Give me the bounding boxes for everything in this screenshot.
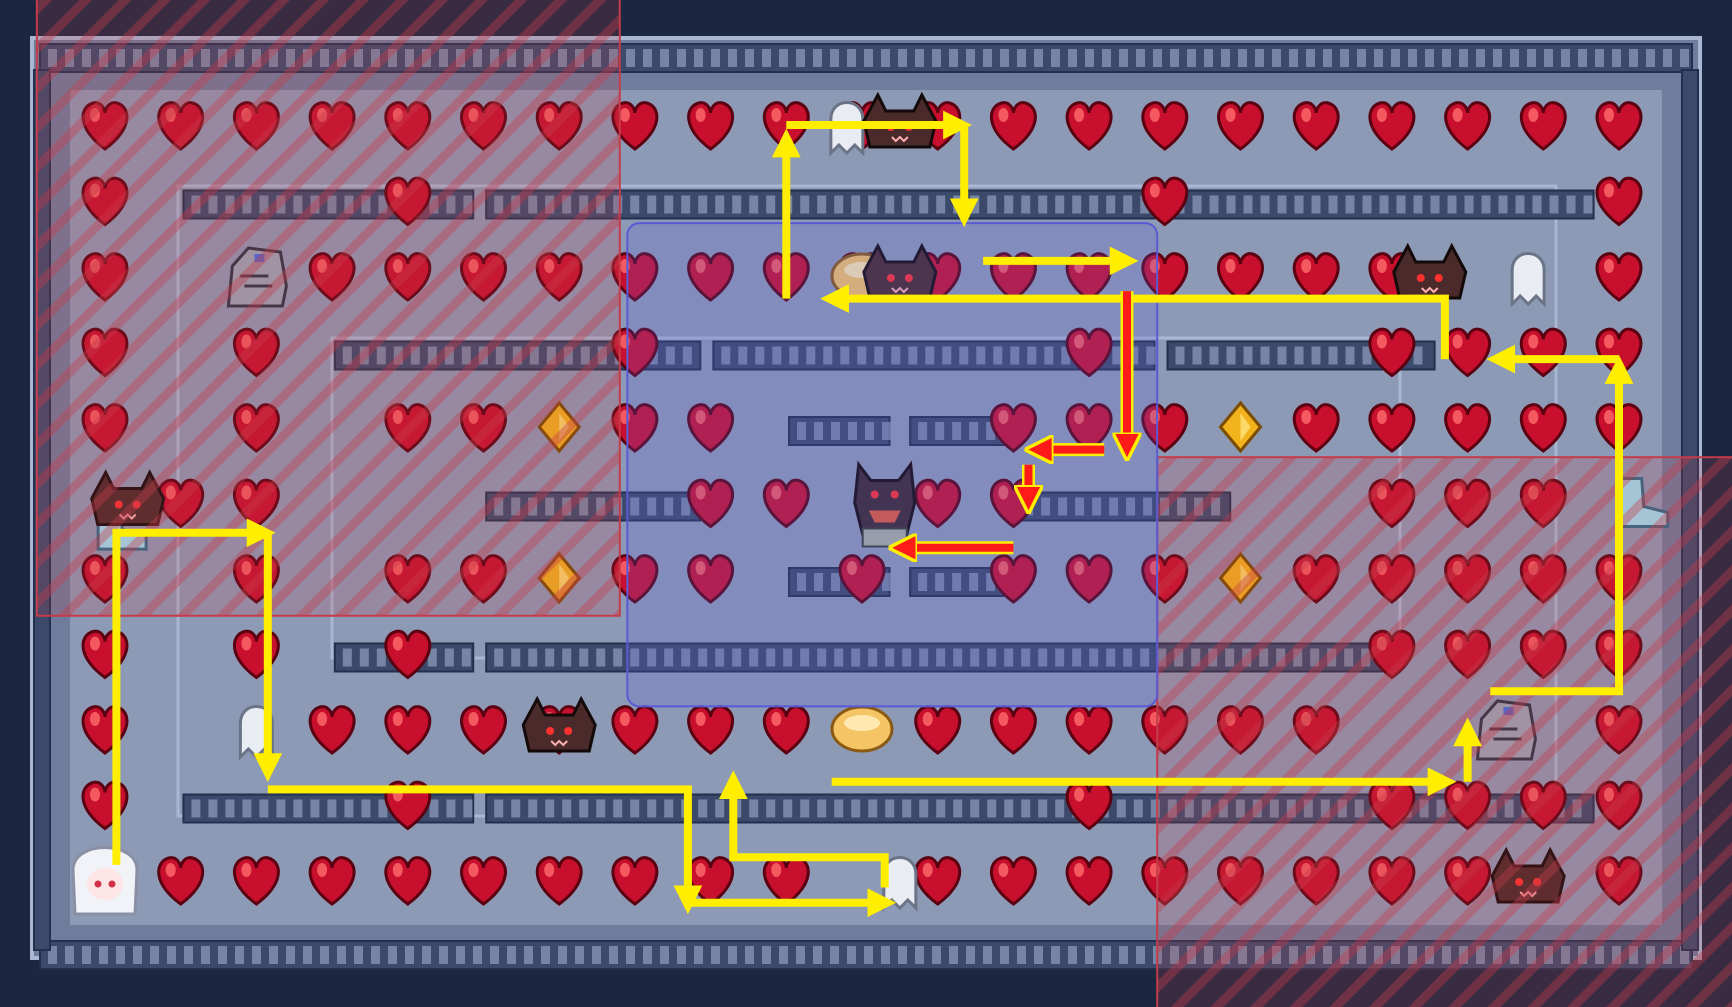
heart-pickup: [838, 554, 886, 604]
danger-zone: [35, 0, 621, 617]
heart-pickup: [535, 856, 583, 906]
heart-pickup: [989, 403, 1037, 453]
heart-pickup: [914, 478, 962, 529]
heart-pickup: [989, 856, 1037, 906]
heart-pickup: [1141, 403, 1189, 453]
heart-pickup: [914, 705, 962, 755]
heart-pickup: [687, 101, 735, 151]
heart-pickup: [1368, 327, 1416, 378]
heart-pickup: [687, 705, 735, 755]
heart-pickup: [384, 856, 432, 906]
heart-pickup: [762, 856, 810, 906]
heart-pickup: [1519, 403, 1567, 453]
fence-segment: [485, 793, 1082, 824]
bat-enemy: [521, 695, 597, 753]
heart-pickup: [1141, 252, 1189, 302]
heart-pickup: [308, 705, 356, 755]
heart-pickup: [1065, 327, 1113, 378]
route-arrow-yellow: [112, 518, 276, 865]
heart-pickup: [687, 403, 735, 453]
route-arrow-yellow: [1490, 355, 1634, 696]
heart-pickup: [1065, 856, 1113, 906]
heart-pickup: [1065, 403, 1113, 453]
heart-pickup: [989, 705, 1037, 755]
heart-pickup: [384, 629, 432, 680]
heart-pickup: [989, 101, 1037, 151]
heart-pickup: [914, 856, 962, 906]
danger-zone: [1156, 456, 1732, 1007]
heart-pickup: [1217, 101, 1264, 151]
heart-pickup: [1595, 176, 1643, 227]
heart-pickup: [1065, 101, 1113, 151]
zones-layer: [35, 0, 1732, 1007]
heart-pickup: [989, 554, 1037, 604]
bread-item: [830, 705, 894, 753]
heart-pickup: [157, 856, 205, 906]
heart-pickup: [1519, 101, 1567, 151]
gem-pickup: [1218, 400, 1263, 454]
boss-zone: [626, 222, 1159, 708]
player-character: [71, 846, 139, 916]
heart-pickup: [1292, 101, 1340, 151]
heart-pickup: [1141, 101, 1189, 151]
ghost-item: [1510, 252, 1546, 308]
heart-pickup: [1141, 176, 1189, 227]
heart-pickup: [1444, 101, 1492, 151]
route-arrow-yellow: [267, 785, 703, 915]
heart-pickup: [687, 478, 735, 529]
heart-pickup: [308, 856, 356, 906]
heart-pickup: [1065, 780, 1113, 831]
heart-pickup: [611, 705, 659, 755]
heart-pickup: [762, 478, 810, 529]
heart-pickup: [1292, 403, 1340, 453]
fence-segment: [1166, 189, 1595, 220]
heart-pickup: [687, 554, 735, 604]
heart-pickup: [1065, 705, 1113, 755]
heart-pickup: [460, 705, 507, 755]
heart-pickup: [232, 856, 280, 906]
heart-pickup: [1217, 252, 1264, 302]
heart-pickup: [1368, 101, 1416, 151]
heart-pickup: [1519, 327, 1567, 378]
heart-pickup: [762, 705, 810, 755]
route-layer: [112, 110, 1634, 918]
heart-pickup: [1595, 252, 1643, 302]
heart-pickup: [1065, 554, 1113, 604]
heart-pickup: [1595, 101, 1643, 151]
heart-pickup: [687, 252, 735, 302]
boss-enemy: [853, 460, 917, 548]
fence-segment: [788, 416, 892, 446]
heart-pickup: [1368, 403, 1416, 453]
bat-enemy: [862, 242, 938, 300]
fence-segment: [909, 416, 1013, 446]
route-arrow-yellow: [820, 284, 1449, 360]
heart-pickup: [611, 856, 659, 906]
heart-pickup: [384, 705, 432, 755]
heart-pickup: [1444, 403, 1492, 453]
heart-pickup: [1292, 252, 1340, 302]
heart-pickup: [460, 856, 507, 906]
route-arrow-yellow: [718, 770, 889, 888]
